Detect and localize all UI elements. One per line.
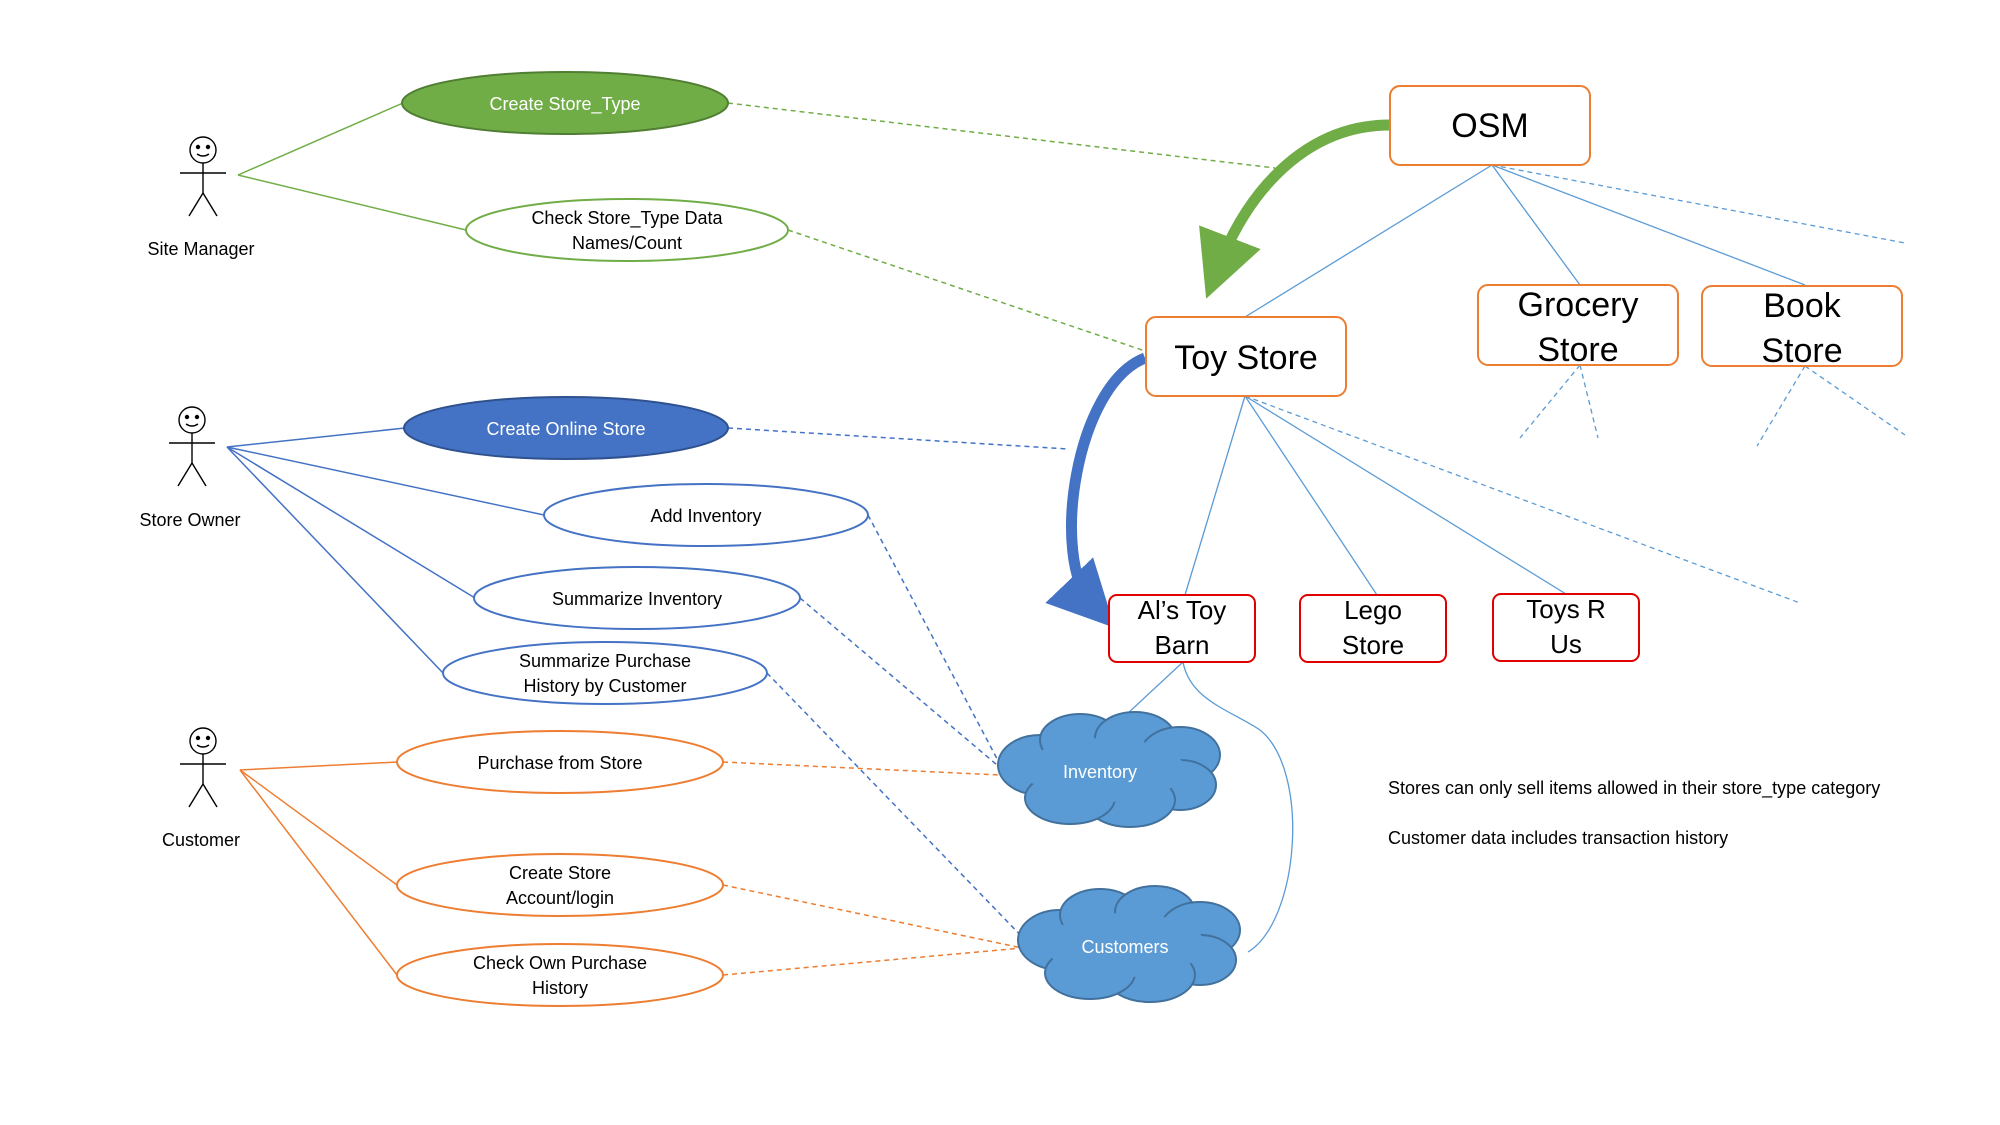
tree-osm-more <box>1491 164 1906 244</box>
svg-text:Create Store_Type: Create Store_Type <box>489 94 640 115</box>
tree-book-sub2 <box>1804 365 1906 436</box>
datastore-customers-cloud[interactable] <box>1017 885 1241 1003</box>
node-book-store[interactable]: Book Store <box>1701 285 1903 370</box>
link-owner-addinventory <box>226 446 545 516</box>
svg-text:Book: Book <box>1763 287 1841 325</box>
svg-text:Store: Store <box>1342 630 1404 660</box>
node-osm[interactable]: OSM <box>1389 85 1591 166</box>
svg-text:History: History <box>532 978 588 998</box>
dash-createaccount-customers <box>722 884 1023 949</box>
dash-addinventory-inventory <box>867 514 1004 771</box>
link-customer-purchase <box>239 761 398 771</box>
node-grocery-store[interactable]: Grocery Store <box>1477 284 1679 369</box>
tree-osm-grocery <box>1491 164 1581 286</box>
link-customer-createaccount <box>239 769 398 886</box>
datastore-inventory-cloud[interactable] <box>997 711 1221 828</box>
usecase-create-store-type[interactable]: Create Store_Type <box>401 71 729 135</box>
svg-text:Create Online Store: Create Online Store <box>486 419 645 439</box>
svg-text:Lego: Lego <box>1344 595 1402 625</box>
actor-label-customer: Customer <box>162 830 240 850</box>
usecase-summarize-inventory[interactable]: Summarize Inventory <box>473 566 801 630</box>
actor-site-manager-figure <box>180 136 226 217</box>
dash-checkpurchase-customers <box>722 947 1023 976</box>
link-owner-createonline <box>226 427 406 448</box>
svg-text:Names/Count: Names/Count <box>572 233 682 253</box>
usecase-add-inventory[interactable]: Add Inventory <box>543 483 869 547</box>
dash-summinventory-inventory <box>799 597 1004 771</box>
usecase-create-account[interactable]: Create Store Account/login <box>396 853 724 917</box>
datastore-customers-label: Customers <box>1081 937 1168 957</box>
svg-text:Al’s Toy: Al’s Toy <box>1138 595 1227 625</box>
dash-checkstoretype-toystore <box>787 229 1149 353</box>
svg-text:Add Inventory: Add Inventory <box>650 506 761 526</box>
svg-text:Summarize Inventory: Summarize Inventory <box>552 589 722 609</box>
svg-text:Account/login: Account/login <box>506 888 614 908</box>
svg-text:History by Customer: History by Customer <box>523 676 686 696</box>
svg-text:Grocery: Grocery <box>1518 286 1639 324</box>
link-sitemanager-createstoretype <box>237 102 404 176</box>
note-customer-data: Customer data includes transaction histo… <box>1388 828 1729 848</box>
svg-text:Us: Us <box>1550 629 1582 659</box>
svg-text:Toy Store: Toy Store <box>1174 339 1318 377</box>
svg-text:Summarize Purchase: Summarize Purchase <box>519 651 691 671</box>
link-als-customers <box>1182 661 1294 953</box>
tree-toy-toysrus <box>1244 395 1567 595</box>
datastore-inventory-label: Inventory <box>1063 762 1137 782</box>
arrow-osm-to-toystore <box>1199 119 1391 299</box>
svg-text:Barn: Barn <box>1155 630 1210 660</box>
node-toy-store[interactable]: Toy Store <box>1145 316 1347 397</box>
dash-summpurchase-customers <box>766 672 1031 946</box>
tree-grocery-sub1 <box>1519 364 1581 439</box>
usecase-create-online-store[interactable]: Create Online Store <box>403 396 729 460</box>
svg-text:Check Store_Type Data: Check Store_Type Data <box>531 208 723 229</box>
node-lego-store[interactable]: Lego Store <box>1299 594 1447 663</box>
tree-osm-book <box>1491 164 1806 286</box>
svg-text:Store: Store <box>1761 332 1842 370</box>
tree-toy-more <box>1244 395 1801 604</box>
link-owner-summinventory <box>226 446 476 599</box>
link-customer-checkpurchase <box>239 769 398 976</box>
node-toys-r-us[interactable]: Toys R Us <box>1492 593 1640 662</box>
usecase-check-store-type[interactable]: Check Store_Type Data Names/Count <box>465 198 789 262</box>
svg-text:Create Store: Create Store <box>509 863 611 883</box>
tree-book-sub1 <box>1756 365 1806 447</box>
node-als-toy-barn[interactable]: Al’s Toy Barn <box>1108 594 1256 663</box>
actor-customer-figure <box>180 727 226 808</box>
svg-text:Purchase from Store: Purchase from Store <box>477 753 642 773</box>
svg-text:Store: Store <box>1537 331 1618 369</box>
usecase-check-purchase-history[interactable]: Check Own Purchase History <box>396 943 724 1007</box>
tree-toy-als <box>1184 395 1246 596</box>
link-owner-summpurchase <box>226 446 444 674</box>
tree-toy-lego <box>1244 395 1378 596</box>
actor-label-store-owner: Store Owner <box>139 510 240 530</box>
actor-label-site-manager: Site Manager <box>147 239 254 259</box>
arrow-toystore-to-als <box>1045 352 1148 628</box>
svg-text:OSM: OSM <box>1451 107 1528 145</box>
usecase-summarize-purchase[interactable]: Summarize Purchase History by Customer <box>442 641 768 705</box>
dash-createstoretype-osm <box>727 102 1276 169</box>
note-store-type-rule: Stores can only sell items allowed in th… <box>1388 778 1881 798</box>
link-sitemanager-checkstoretype <box>237 174 467 231</box>
svg-text:Toys R: Toys R <box>1526 594 1605 624</box>
tree-grocery-sub2 <box>1579 364 1599 439</box>
usecase-purchase-from-store[interactable]: Purchase from Store <box>396 730 724 794</box>
dash-createonline-toystore <box>727 427 1069 450</box>
svg-text:Check Own Purchase: Check Own Purchase <box>473 953 647 973</box>
actor-store-owner-figure <box>169 406 215 487</box>
dash-purchase-inventory <box>722 761 1001 776</box>
tree-osm-toystore <box>1244 164 1493 318</box>
